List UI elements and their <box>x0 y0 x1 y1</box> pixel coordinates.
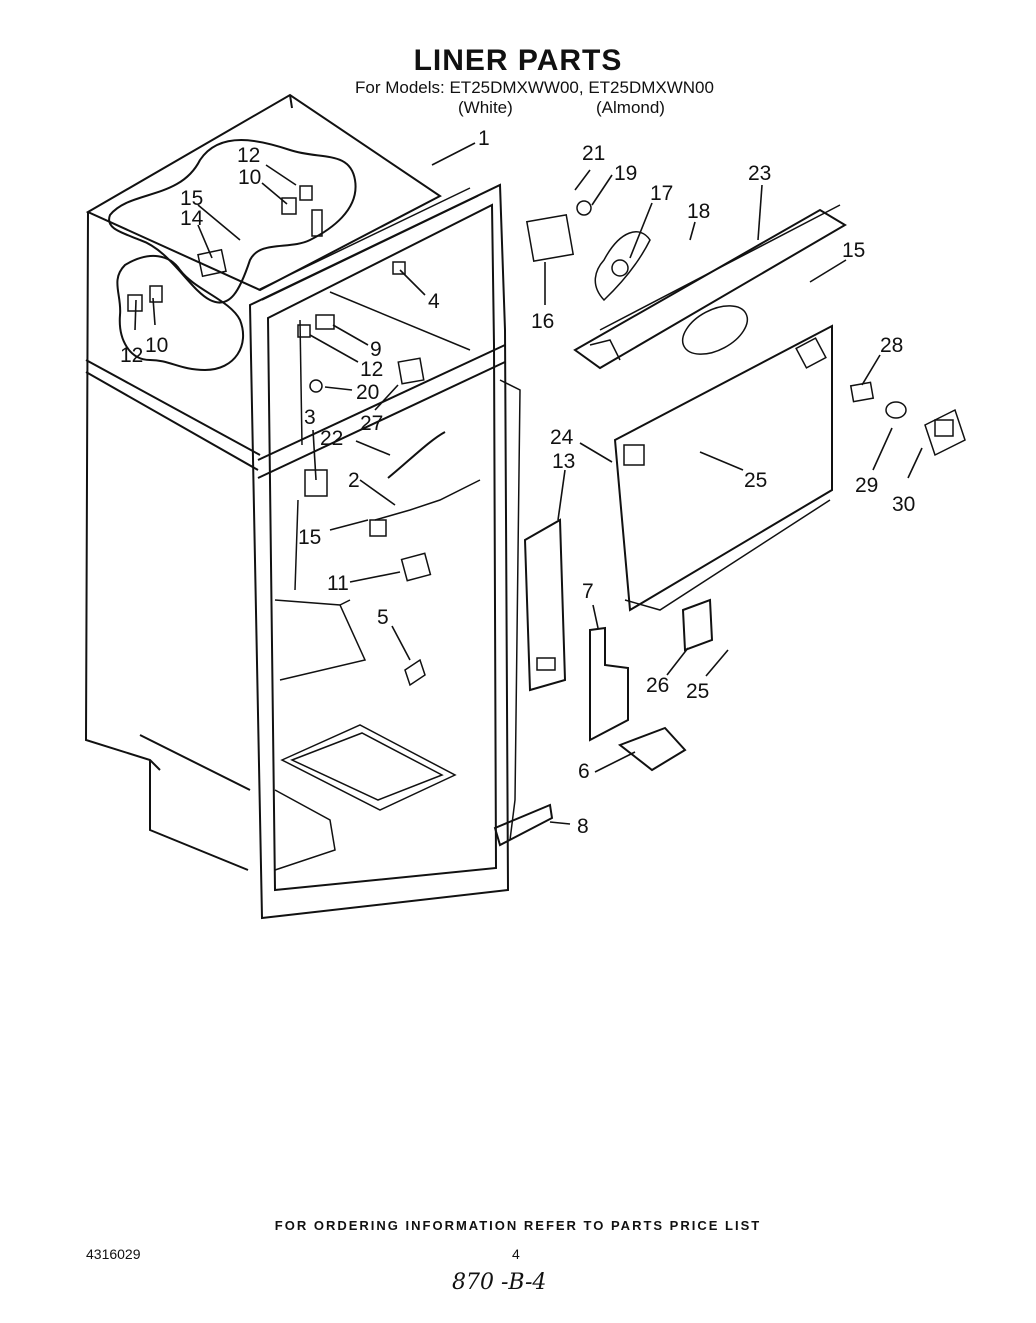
light-parts <box>849 381 966 457</box>
callout-2: 2 <box>348 469 360 492</box>
small-parts <box>127 185 481 687</box>
callout-15-right: 15 <box>842 239 865 262</box>
document-number: 4316029 <box>86 1246 141 1262</box>
callout-1: 1 <box>478 127 490 150</box>
color-white-label: (White) <box>458 98 513 117</box>
leader-lines <box>134 142 923 825</box>
callout-6: 6 <box>578 760 590 783</box>
callout-18: 18 <box>687 200 710 223</box>
callout-15-lower: 15 <box>298 526 321 549</box>
evaporator-cover <box>573 204 847 370</box>
callout-17: 17 <box>650 182 673 205</box>
page-title: LINER PARTS <box>413 44 623 77</box>
callout-28: 28 <box>880 334 903 357</box>
callout-8: 8 <box>577 815 589 838</box>
callout-5: 5 <box>377 606 389 629</box>
callout-15: 15 <box>180 187 203 210</box>
callout-12-side: 12 <box>120 344 143 367</box>
callout-27: 27 <box>360 412 383 435</box>
callout-22: 22 <box>320 427 343 450</box>
callout-20: 20 <box>356 381 379 404</box>
duct-and-brackets <box>493 518 714 847</box>
callout-19: 19 <box>614 162 637 185</box>
callout-3: 3 <box>304 406 316 429</box>
handwritten-note: 870 -B-4 <box>452 1270 547 1295</box>
callout-labels: 1 12 10 15 14 12 10 4 9 12 20 27 3 22 2 … <box>120 127 915 838</box>
models-line: For Models: ET25DMXWW00, ET25DMXWN00 <box>355 78 714 97</box>
callout-12-inner: 12 <box>360 358 383 381</box>
cabinet-outline <box>84 93 521 920</box>
callout-4: 4 <box>428 290 440 313</box>
callout-25-lower: 25 <box>686 680 709 703</box>
callout-16: 16 <box>531 310 554 333</box>
callout-13: 13 <box>552 450 575 473</box>
callout-7: 7 <box>582 580 594 603</box>
color-almond-label: (Almond) <box>596 98 665 117</box>
callout-11: 11 <box>327 572 349 595</box>
callout-10: 10 <box>238 166 261 189</box>
callout-24: 24 <box>550 426 574 449</box>
callout-23: 23 <box>748 162 771 185</box>
callout-14: 14 <box>180 207 204 230</box>
callout-30: 30 <box>892 493 915 516</box>
callout-21: 21 <box>582 142 605 165</box>
callout-25: 25 <box>744 469 767 492</box>
callout-10-side: 10 <box>145 334 168 357</box>
callout-9: 9 <box>370 338 382 361</box>
page-number: 4 <box>512 1246 520 1262</box>
ordering-note: FOR ORDERING INFORMATION REFER TO PARTS … <box>274 1218 762 1233</box>
rear-panel <box>613 324 833 612</box>
fan-motor-assembly <box>525 200 651 302</box>
callout-12: 12 <box>237 144 260 167</box>
callout-26: 26 <box>646 674 669 697</box>
liner-parts-diagram: 1 12 10 15 14 12 10 4 9 12 20 27 3 22 2 … <box>84 93 966 920</box>
wiring-harness <box>108 139 357 372</box>
callout-29: 29 <box>855 474 878 497</box>
